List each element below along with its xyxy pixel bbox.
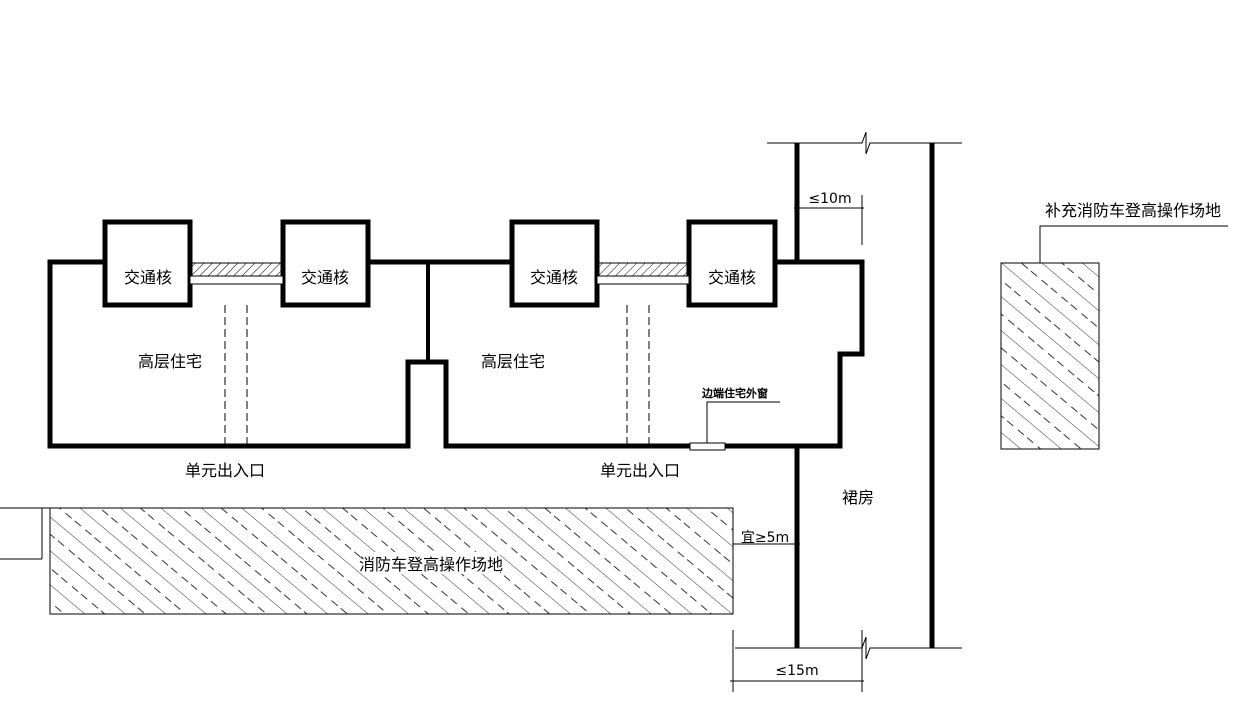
entrance-label: 单元出入口 <box>185 461 265 480</box>
podium-walls <box>794 143 935 648</box>
dimension-10m <box>794 195 864 245</box>
break-lines <box>735 131 962 660</box>
residential-label: 高层住宅 <box>138 352 202 371</box>
podium-label: 裙房 <box>842 488 874 507</box>
dimension-10m-label: ≤10m <box>808 191 851 207</box>
corridor-hatch <box>189 262 690 285</box>
dashed-passage <box>224 305 650 444</box>
window-leader <box>706 401 780 443</box>
core-label: 交通核 <box>530 268 578 287</box>
core-label: 交通核 <box>301 268 349 287</box>
label-bg <box>365 552 500 574</box>
supplementary-leader <box>1039 225 1228 263</box>
core-box <box>102 219 778 308</box>
core-label: 交通核 <box>124 268 172 287</box>
supplementary-fire-site <box>1000 262 1100 450</box>
fire-site-label: 消防车登高操作场地 <box>359 555 503 574</box>
entrance-label: 单元出入口 <box>600 461 680 480</box>
dimension-15m-label: ≤15m <box>775 663 818 679</box>
building-outline <box>47 259 865 449</box>
dimension-15m <box>730 630 864 692</box>
dimension-5m-label: 宜≥5m <box>741 530 789 546</box>
end-window-label: 边端住宅外窗 <box>701 386 768 400</box>
left-road-lines <box>0 507 50 560</box>
supplementary-site-label: 补充消防车登高操作场地 <box>1045 201 1221 220</box>
core-label: 交通核 <box>708 268 756 287</box>
residential-label: 高层住宅 <box>481 352 545 371</box>
end-window <box>689 442 726 451</box>
